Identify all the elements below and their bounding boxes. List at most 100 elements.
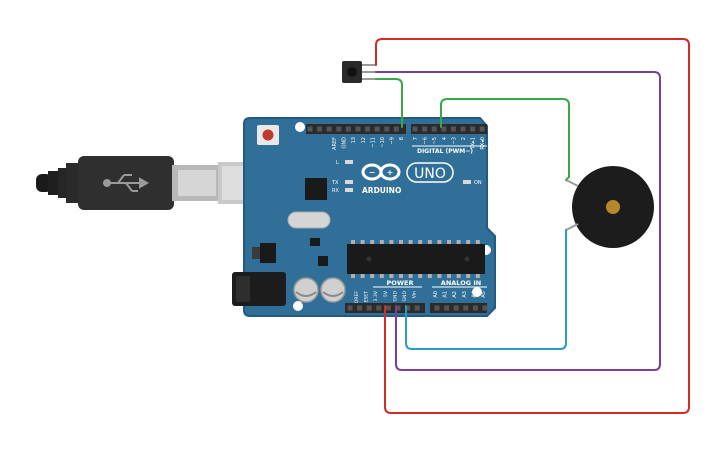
digital-pin-label: 4 [442,137,448,140]
pin-hole [336,126,342,132]
analog-pin-label: A5 [481,291,487,298]
buzzer-lead [565,179,579,187]
pin-hole [463,305,469,311]
digital-pin-label: 7 [413,137,419,140]
mounting-hole [472,287,482,297]
pin-hole [450,126,456,132]
analog-pin-label: A3 [462,291,468,298]
model-badge [406,162,454,183]
pin-hole [355,126,361,132]
digital-pin-label: AREF [332,137,338,150]
reset-button[interactable] [257,125,279,145]
power-pin-label: 3.3V [373,290,379,301]
capacitor [320,277,346,303]
led-on-label: ON [474,180,482,186]
digital-pin-label: RX◂0 [480,137,486,150]
power-label: POWER [387,279,414,287]
wire-green-buzzer[interactable] [440,98,570,181]
digital-pin-label: ~11 [370,137,376,148]
pin-hole [384,126,390,132]
power-pin-label: IOREF [354,291,360,305]
arduino-infinity-logo [361,163,401,181]
digital-pin-label: 2 [461,137,467,140]
led-rx-label: RX [332,188,339,194]
power-pin-label: GND [392,291,398,302]
wire-cyan[interactable] [405,229,567,350]
dc-power-jack [232,272,286,306]
pin-hole [365,126,371,132]
pin-hole [345,126,351,132]
digital-pin-holes [307,126,485,132]
power-pin-label: 5V [383,290,389,297]
pin-hole [422,126,428,132]
smd-chip [318,256,328,266]
pin-hole [307,126,313,132]
pin-hole [357,305,363,311]
piezo-buzzer[interactable] [565,166,654,248]
mounting-hole [295,122,305,132]
pin-hole [479,126,485,132]
led-l-label: L [336,160,339,166]
pin-hole [434,305,440,311]
crystal-oscillator [287,211,331,229]
pin-hole [431,126,437,132]
power-pin-label: RESET [364,291,370,306]
bottom-pin-holes [347,305,488,311]
digital-pin-label: ~5 [432,137,438,144]
led-tx-label: TX [331,180,339,186]
pin-hole [317,126,323,132]
pin-hole [385,305,391,311]
usb-cable-ring [48,171,60,195]
analog-pin-label: A2 [452,291,458,298]
pin-hole [326,126,332,132]
ir-receiver[interactable] [342,61,376,83]
pin-hole [441,126,447,132]
logo-plus: + [387,168,394,177]
mounting-hole [293,301,303,311]
power-pin-label: GND [402,291,408,302]
led-rx [345,188,353,192]
led-on [463,180,471,184]
pin-hole [472,305,478,311]
digital-header-right [411,124,487,134]
digital-pin-label: 13 [351,137,357,143]
pin-hole [460,126,466,132]
pin-hole [405,305,411,311]
digital-pin-label: 12 [361,137,367,143]
pin-hole [376,305,382,311]
voltage-regulator [260,243,276,263]
usb-plug-metal-inner [178,170,216,196]
buzzer-center [606,200,620,214]
pin-hole [395,305,401,311]
digital-label: DIGITAL (PWM~) [417,148,473,155]
wire-green-ir[interactable] [375,78,403,128]
digital-pin-label: ~9 [390,137,396,144]
model-label: UNO [414,166,446,182]
buzzer-lead [565,223,579,231]
logo-minus: − [369,168,376,177]
digital-pin-label: ~10 [380,137,386,148]
pin-hole [374,126,380,132]
digital-pin-label: GND [342,137,348,149]
pin-hole [347,305,353,311]
digital-pin-label: TX▸1 [471,137,477,150]
wire-red[interactable] [375,38,690,414]
usb-icon [103,174,150,192]
pin-hole [444,305,450,311]
analog-pin-label: A0 [433,291,439,298]
pin-hole [412,126,418,132]
wire-purple[interactable] [375,71,661,371]
pin-hole [453,305,459,311]
led-l [345,160,353,164]
capacitor [293,277,319,303]
ir-receiver-lens [347,67,357,77]
digital-pin-label: ~6 [423,137,429,144]
pin-hole [482,305,488,311]
analog-label: ANALOG IN [441,279,481,287]
